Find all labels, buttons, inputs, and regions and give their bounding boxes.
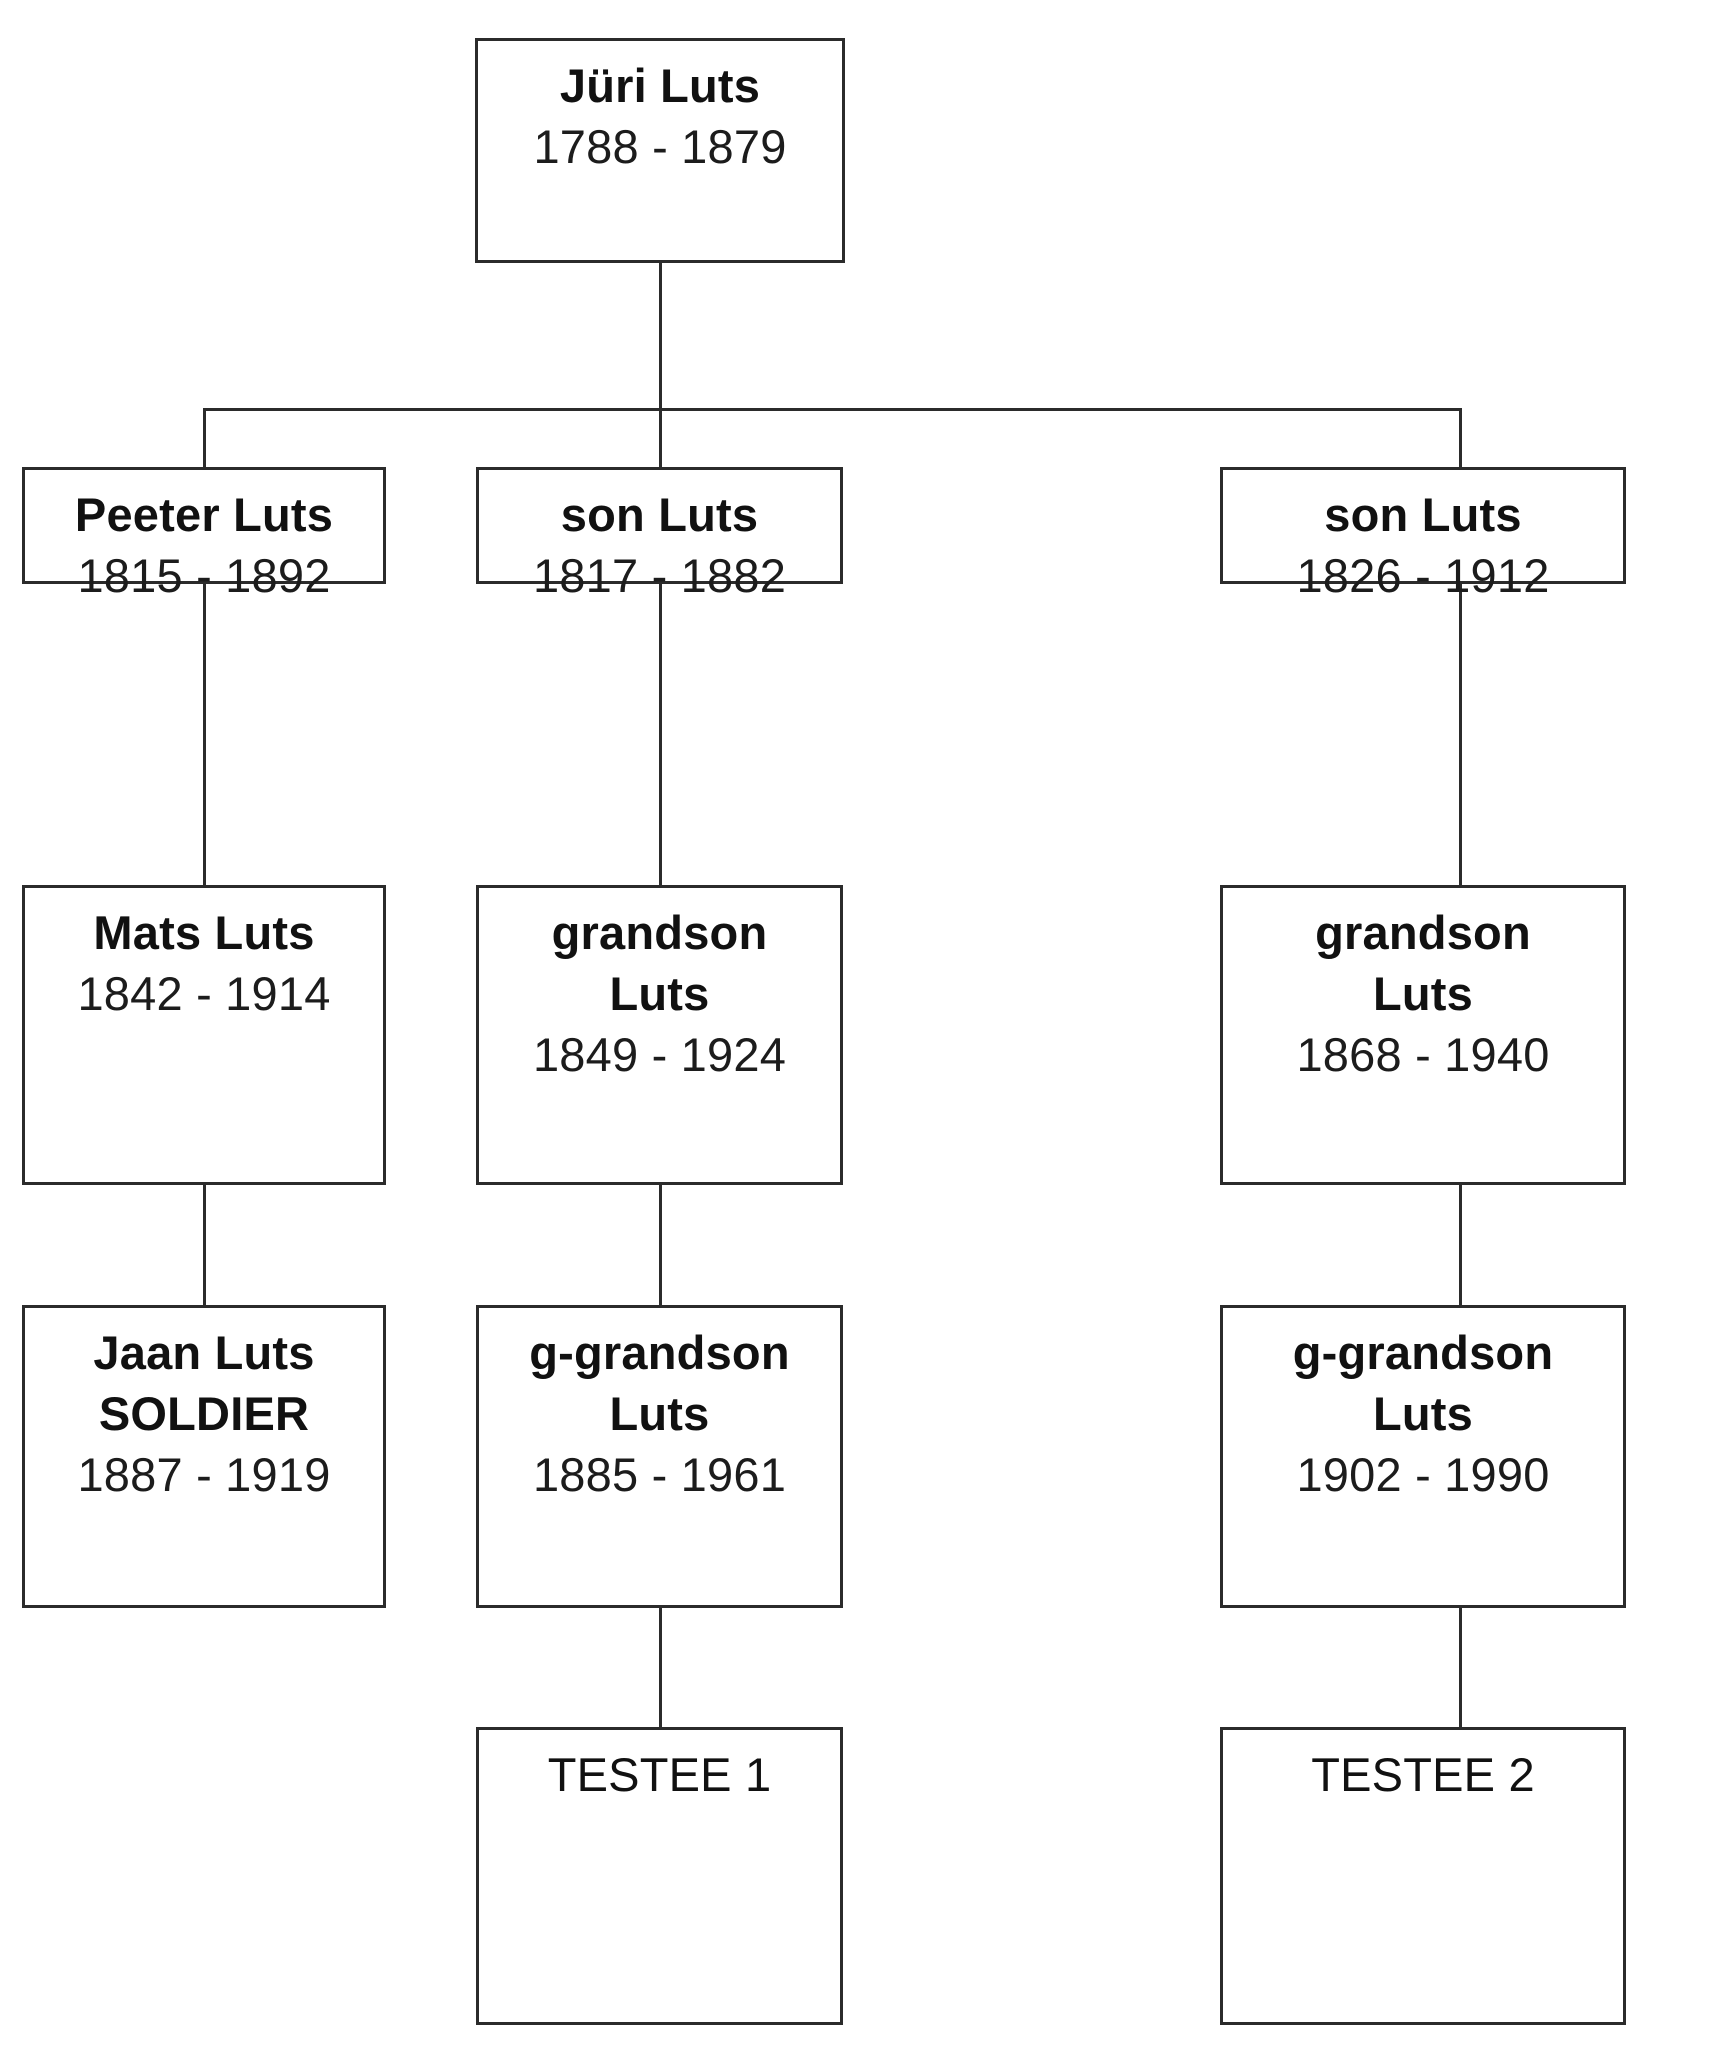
connector-root-stem [659,262,662,410]
node-jaan-luts-soldier[interactable]: Jaan Luts SOLDIER 1887 - 1919 [22,1305,386,1608]
node-dates: 1815 - 1892 [77,549,331,603]
node-name: son Luts [1324,488,1522,541]
node-juri-luts[interactable]: Jüri Luts 1788 - 1879 [475,38,845,263]
connector-gen3-gen4-right [1459,1185,1462,1305]
node-label: TESTEE 2 [1311,1748,1535,1801]
node-name: son Luts [560,488,759,541]
node-dates: 1885 - 1961 [532,1448,787,1502]
node-son-luts-1826[interactable]: son Luts 1826 - 1912 [1220,467,1626,602]
node-name-line2: Luts [1372,1387,1473,1441]
node-testee-1[interactable]: TESTEE 1 [476,1727,843,2025]
node-dates: 1842 - 1914 [77,967,331,1021]
connector-gen4-gen5-mid [659,1608,662,1727]
node-label: TESTEE 1 [547,1748,772,1801]
node-name-line1: grandson [1315,906,1531,959]
node-dates: 1849 - 1924 [532,1028,787,1082]
node-name-line1: g-grandson [1292,1326,1554,1379]
node-g-grandson-luts-1902[interactable]: g-grandson Luts 1902 - 1990 [1220,1305,1626,1608]
connector-gen2-gen3-left [203,583,206,885]
connector-gen4-gen5-right [1459,1608,1462,1727]
node-grandson-luts-1868[interactable]: grandson Luts 1868 - 1940 [1220,885,1626,1185]
connector-gen2-gen3-right [1459,583,1462,885]
connector-drop-gen2-left [203,408,206,468]
node-dates: 1887 - 1919 [77,1448,331,1502]
node-testee-2[interactable]: TESTEE 2 [1220,1727,1626,2025]
node-name-line2: SOLDIER [98,1387,310,1441]
node-name-line1: grandson [551,906,768,959]
node-g-grandson-luts-1885[interactable]: g-grandson Luts 1885 - 1961 [476,1305,843,1608]
connector-gen3-gen4-left [203,1185,206,1305]
node-name-line1: g-grandson [529,1326,790,1379]
node-dates: 1788 - 1879 [533,120,787,174]
connector-generation2-bar [203,408,1462,411]
node-dates: 1868 - 1940 [1296,1028,1550,1082]
connector-gen2-gen3-mid [659,583,662,885]
node-dates: 1902 - 1990 [1296,1448,1550,1502]
node-name-line2: Luts [609,967,710,1021]
node-peeter-luts[interactable]: Peeter Luts 1815 - 1892 [22,467,386,602]
node-name-line2: Luts [1372,967,1473,1021]
node-mats-luts[interactable]: Mats Luts 1842 - 1914 [22,885,386,1185]
node-name: Peeter Luts [74,488,334,541]
node-name: Jüri Luts [559,59,761,112]
node-son-luts-1817[interactable]: son Luts 1817 - 1882 [476,467,843,602]
connector-drop-gen2-mid [659,408,662,468]
node-name-line1: Jaan Luts [93,1326,315,1379]
connector-gen3-gen4-mid [659,1185,662,1305]
node-dates: 1817 - 1882 [532,549,787,603]
connector-drop-gen2-right [1459,408,1462,468]
node-name: Mats Luts [93,906,315,959]
node-name-line2: Luts [609,1387,710,1441]
node-dates: 1826 - 1912 [1296,549,1550,603]
node-grandson-luts-1849[interactable]: grandson Luts 1849 - 1924 [476,885,843,1185]
